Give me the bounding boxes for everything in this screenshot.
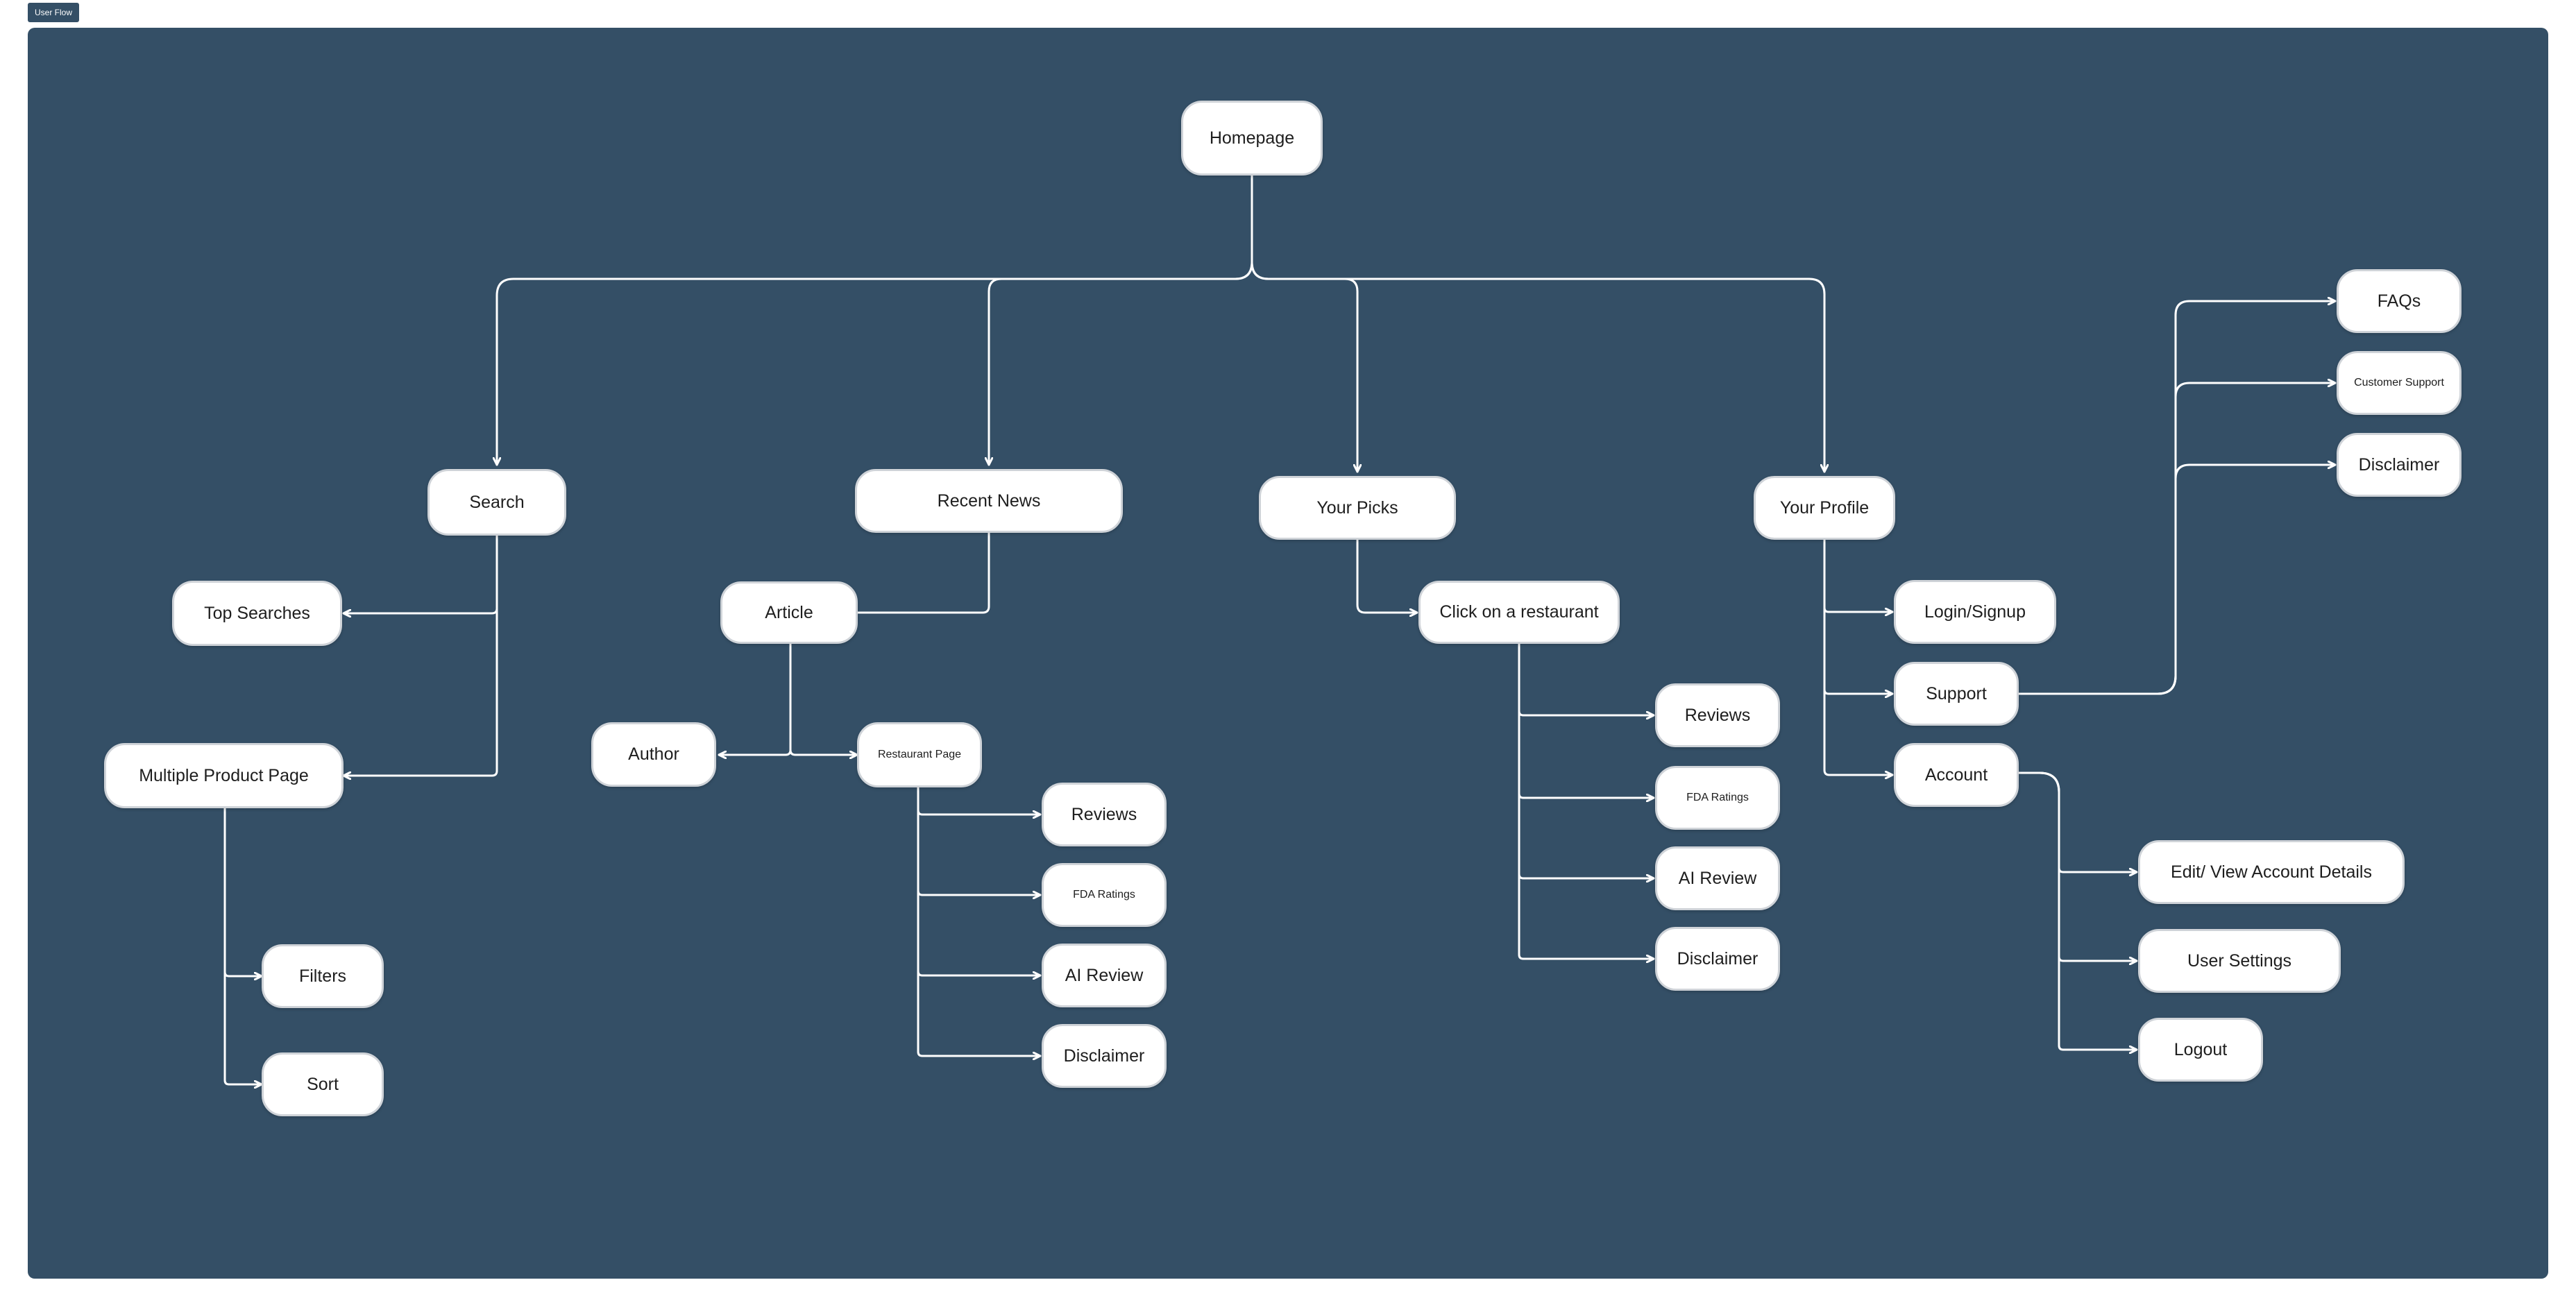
node-customer-support[interactable]: Customer Support	[2337, 351, 2461, 415]
edge-homepage-your-picks	[1251, 174, 1357, 473]
node-article[interactable]: Article	[720, 581, 858, 644]
edge-account-settings	[2013, 771, 2138, 961]
node-top-searches[interactable]: Top Searches	[172, 581, 342, 646]
edge-homepage-search	[497, 174, 1253, 466]
edge-homepage-recent-news	[989, 174, 1253, 466]
node-cr-ai-review[interactable]: AI Review	[1655, 846, 1780, 910]
edge-rp-fda-ratings	[917, 786, 1042, 895]
node-user-settings[interactable]: User Settings	[2138, 929, 2341, 993]
node-account[interactable]: Account	[1894, 743, 2019, 807]
node-rp-fda-ratings[interactable]: FDA Ratings	[1042, 863, 1167, 927]
edge-cr-disclaimer	[1518, 642, 1655, 959]
edge-profile-login	[1823, 538, 1894, 612]
node-cr-fda-ratings[interactable]: FDA Ratings	[1655, 766, 1780, 830]
node-logout[interactable]: Logout	[2138, 1018, 2263, 1082]
frame-label[interactable]: User Flow	[28, 3, 80, 22]
node-recent-news[interactable]: Recent News	[855, 469, 1123, 533]
edge-recent-news-article	[847, 531, 990, 613]
node-login-signup[interactable]: Login/Signup	[1894, 580, 2056, 644]
edge-cr-reviews	[1518, 642, 1655, 715]
node-filters[interactable]: Filters	[262, 944, 384, 1008]
edge-profile-support	[1823, 538, 1894, 694]
edge-support-disclaimer	[2013, 465, 2337, 695]
node-search[interactable]: Search	[427, 469, 566, 536]
edge-rp-reviews	[917, 786, 1042, 814]
node-sup-disclaimer[interactable]: Disclaimer	[2337, 433, 2461, 497]
edge-account-edit	[2013, 771, 2138, 872]
node-restaurant-page[interactable]: Restaurant Page	[857, 722, 982, 787]
node-support[interactable]: Support	[1894, 662, 2019, 726]
node-multiple-product-page[interactable]: Multiple Product Page	[104, 743, 344, 808]
edge-account-logout	[2013, 771, 2138, 1050]
node-click-restaurant[interactable]: Click on a restaurant	[1418, 581, 1620, 644]
edge-cr-ai-review	[1518, 642, 1655, 878]
node-rp-ai-review[interactable]: AI Review	[1042, 944, 1167, 1007]
node-your-picks[interactable]: Your Picks	[1259, 476, 1456, 540]
edge-mpp-sort	[223, 807, 263, 1084]
edge-rp-disclaimer	[917, 786, 1042, 1056]
edge-cr-fda-ratings	[1518, 642, 1655, 798]
node-edit-account[interactable]: Edit/ View Account Details	[2138, 840, 2405, 904]
node-author[interactable]: Author	[591, 722, 716, 787]
node-rp-reviews[interactable]: Reviews	[1042, 783, 1167, 846]
edge-mpp-filters	[223, 807, 263, 976]
edge-layer	[223, 174, 2337, 1279]
node-sort[interactable]: Sort	[262, 1052, 384, 1116]
edge-search-top-searches	[342, 534, 498, 613]
node-homepage[interactable]: Homepage	[1181, 101, 1323, 176]
edge-article-author	[718, 641, 792, 755]
flow-canvas: Homepage Search Recent News Your Picks Y…	[28, 28, 2548, 1279]
node-faqs[interactable]: FAQs	[2337, 269, 2461, 333]
edge-your-picks-click-restaurant	[1356, 538, 1418, 613]
node-rp-disclaimer[interactable]: Disclaimer	[1042, 1024, 1167, 1088]
edge-article-restaurant-page	[789, 641, 858, 755]
node-cr-reviews[interactable]: Reviews	[1655, 683, 1780, 747]
node-your-profile[interactable]: Your Profile	[1754, 476, 1895, 540]
edge-profile-account	[1823, 538, 1894, 775]
edge-search-multiple-product	[342, 534, 498, 776]
edge-homepage-your-profile	[1251, 174, 1824, 473]
node-cr-disclaimer[interactable]: Disclaimer	[1655, 927, 1780, 991]
edge-rp-ai-review	[917, 786, 1042, 975]
